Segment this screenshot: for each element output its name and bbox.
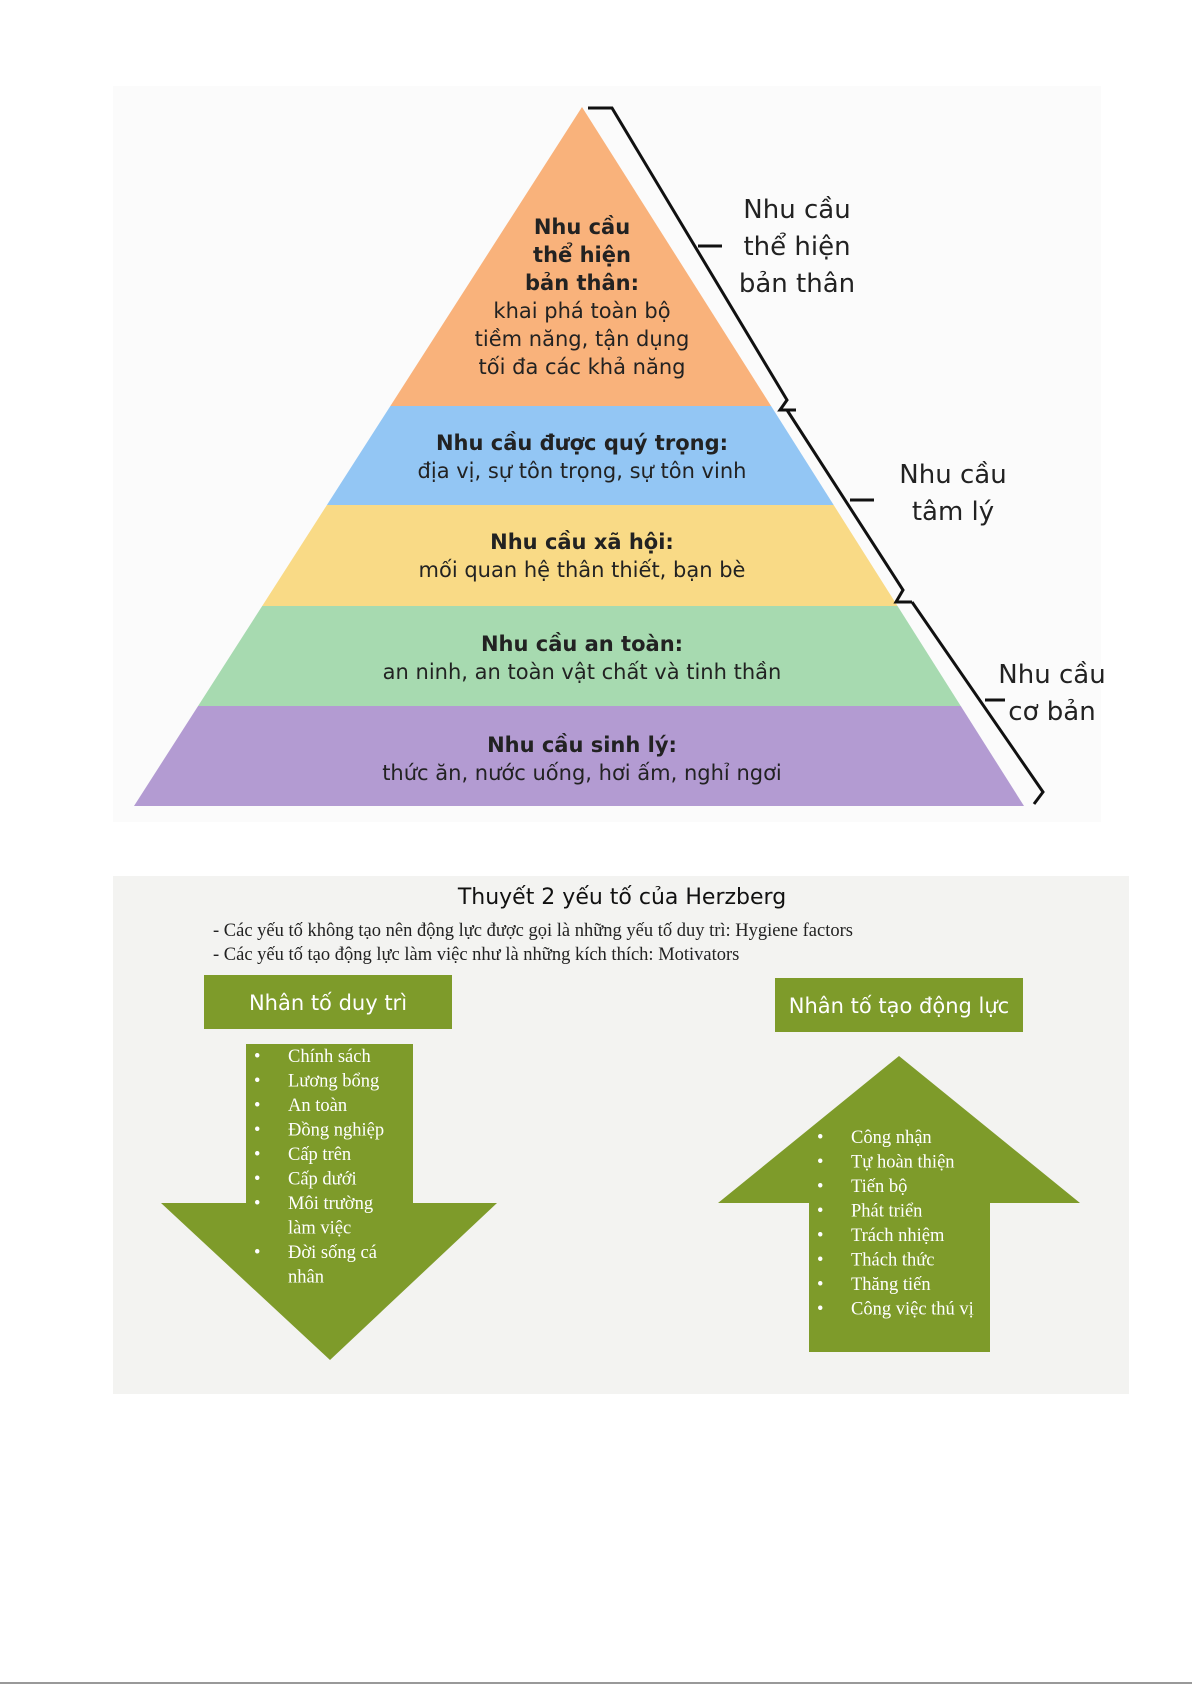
hygiene-item: Đời sống cá bbox=[288, 1243, 377, 1263]
hygiene-item: An toàn bbox=[288, 1096, 347, 1116]
level-2-title: Nhu cầu được quý trọng: bbox=[436, 431, 728, 455]
hygiene-item: Cấp dưới bbox=[288, 1170, 357, 1190]
level-4-title: Nhu cầu an toàn: bbox=[481, 632, 683, 656]
bullet-icon: • bbox=[254, 1243, 260, 1263]
maslow-pyramid bbox=[134, 107, 1024, 806]
motivator-item: Thăng tiến bbox=[851, 1275, 931, 1295]
hygiene-down-arrow bbox=[161, 1044, 497, 1360]
motivator-item: Công nhận bbox=[851, 1128, 932, 1148]
hygiene-label-box bbox=[204, 975, 452, 1029]
hygiene-item: nhân bbox=[288, 1268, 324, 1288]
bullet-icon: • bbox=[254, 1121, 260, 1141]
level-5-desc: thức ăn, nước uống, hơi ấm, nghỉ ngơi bbox=[382, 761, 782, 785]
hygiene-item: Chính sách bbox=[288, 1047, 371, 1067]
bullet-icon: • bbox=[254, 1047, 260, 1067]
level-4-desc: an ninh, an toàn vật chất và tinh thần bbox=[383, 660, 782, 684]
motivator-item: Phát triển bbox=[851, 1202, 922, 1222]
bullet-icon: • bbox=[817, 1153, 823, 1173]
motivator-item: Thách thức bbox=[851, 1251, 934, 1271]
level-2-desc: địa vị, sự tôn trọng, sự tôn vinh bbox=[418, 459, 747, 483]
motivators-label: Nhân tố tạo động lực bbox=[789, 994, 1009, 1018]
bracket-basic bbox=[910, 601, 1045, 805]
bullet-icon: • bbox=[817, 1177, 823, 1197]
motivators-up-arrow bbox=[718, 1056, 1080, 1352]
motivator-item: Tiến bộ bbox=[851, 1177, 907, 1197]
herzberg-title: Thuyết 2 yếu tố của Herzberg bbox=[457, 885, 786, 910]
pyramid-level-3 bbox=[262, 505, 898, 606]
bracket-psychological bbox=[785, 409, 912, 604]
hygiene-item: làm việc bbox=[288, 1219, 351, 1239]
hygiene-item: Môi trường bbox=[288, 1194, 373, 1214]
hygiene-item: Cấp trên bbox=[288, 1145, 351, 1165]
level-3-title: Nhu cầu xã hội: bbox=[490, 530, 674, 554]
group-brackets bbox=[588, 106, 1045, 805]
hygiene-item: Đồng nghiệp bbox=[288, 1121, 384, 1141]
motivator-item: Trách nhiệm bbox=[851, 1226, 945, 1246]
bullet-icon: • bbox=[817, 1128, 823, 1148]
motivator-item: Công việc thú vị bbox=[851, 1300, 974, 1320]
bracket-self-actualization bbox=[588, 106, 796, 412]
hygiene-list: • Chính sách • Lương bổng • An toàn • Đồng nghi… bbox=[254, 1047, 384, 1288]
bullet-icon: • bbox=[254, 1145, 260, 1165]
bullet-icon: • bbox=[817, 1226, 823, 1246]
level-5-title: Nhu cầu sinh lý: bbox=[487, 733, 677, 757]
bullet-icon: • bbox=[254, 1096, 260, 1116]
herzberg-note-2: - Các yếu tố tạo động lực làm việc như l… bbox=[213, 945, 739, 965]
bullet-icon: • bbox=[817, 1300, 823, 1320]
bullet-icon: • bbox=[254, 1072, 260, 1092]
motivators-label-box bbox=[775, 978, 1023, 1032]
pyramid-level-5 bbox=[134, 706, 1024, 806]
hygiene-item: Lương bổng bbox=[288, 1072, 379, 1092]
motivators-list: • Công nhận • Tự hoàn thiện • Tiến bộ • Phát tr… bbox=[817, 1128, 974, 1320]
bullet-icon: • bbox=[817, 1251, 823, 1271]
bullet-icon: • bbox=[254, 1170, 260, 1190]
pyramid-level-1 bbox=[390, 107, 772, 406]
level-3-desc: mối quan hệ thân thiết, bạn bè bbox=[419, 558, 746, 582]
hygiene-label: Nhân tố duy trì bbox=[249, 991, 407, 1015]
motivator-item: Tự hoàn thiện bbox=[851, 1153, 955, 1173]
bullet-icon: • bbox=[254, 1194, 260, 1214]
herzberg-note-1: - Các yếu tố không tạo nên động lực được… bbox=[213, 921, 853, 941]
bullet-icon: • bbox=[817, 1202, 823, 1222]
pyramid-level-4 bbox=[198, 606, 961, 706]
bullet-icon: • bbox=[817, 1275, 823, 1295]
pyramid-level-2 bbox=[326, 406, 834, 505]
